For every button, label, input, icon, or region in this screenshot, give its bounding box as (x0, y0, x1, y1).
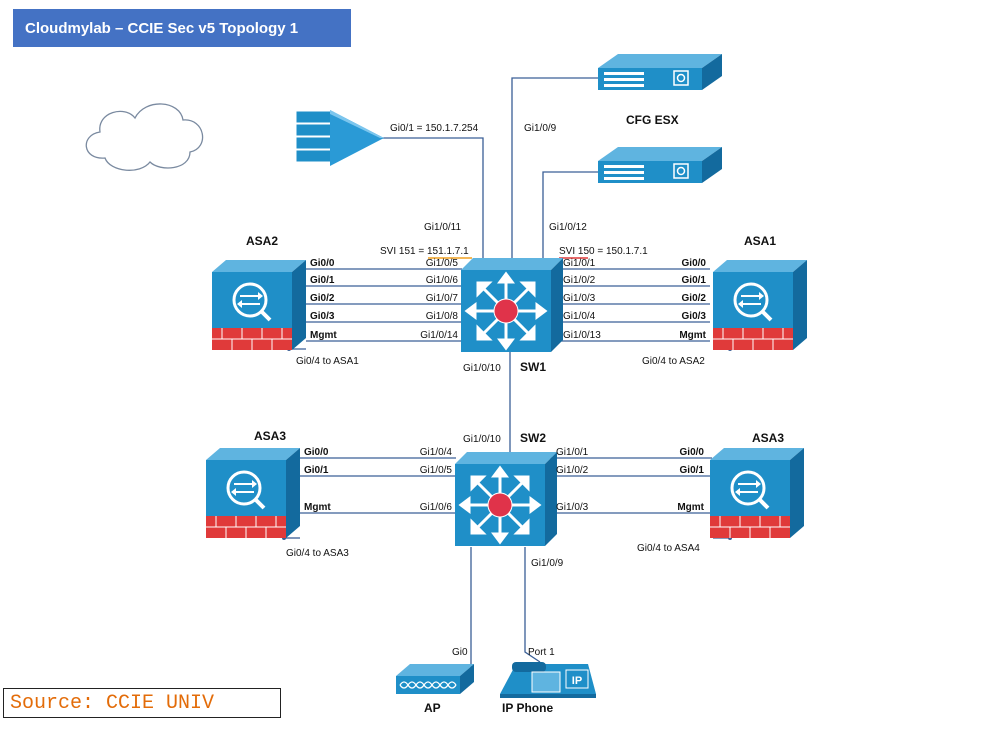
port-label: Gi1/0/4 (563, 311, 596, 322)
ip-phone-icon: IP (500, 662, 596, 698)
misc-labels: Gi0/1 = 150.1.7.254 Gi1/0/9 Gi1/0/11 Gi1… (380, 123, 648, 658)
asa3-right-gi04-note: Gi0/4 to ASA4 (637, 543, 700, 554)
port-label: Gi1/0/5 (426, 258, 459, 269)
port-label: Gi0/3 (682, 311, 707, 322)
sw2-label: SW2 (520, 431, 546, 445)
port-label: Gi1/0/1 (563, 258, 596, 269)
port-label: Mgmt (304, 502, 331, 513)
port-label: Gi1/0/4 (420, 447, 453, 458)
sw2-gi109-label: Gi1/0/9 (531, 558, 564, 569)
asa2-label: ASA2 (246, 234, 278, 248)
sw1-gi1011-label: Gi1/0/11 (424, 222, 461, 233)
asa3-right-firewall-icon (708, 446, 806, 540)
asa3-right-label: ASA3 (752, 431, 784, 445)
links-sw2-asa3r (548, 457, 712, 514)
ip-phone-label: IP Phone (502, 701, 553, 715)
asa3-left-label: ASA3 (254, 429, 286, 443)
port-label: Gi1/0/6 (420, 502, 453, 513)
port-label: Gi1/0/13 (563, 330, 601, 341)
links-sw1-asa1 (557, 268, 710, 342)
asa3-right-port-labels: Gi1/0/1 Gi1/0/2 Gi1/0/3 Gi0/0 Gi0/1 Mgmt… (556, 447, 705, 554)
port-label: Gi1/0/6 (426, 275, 459, 286)
port-label: Gi1/0/1 (556, 447, 589, 458)
asa3-left-firewall-icon (204, 446, 302, 540)
port-label: Gi0/0 (680, 447, 705, 458)
port-label: Mgmt (679, 330, 706, 341)
ap-label: AP (424, 701, 441, 715)
sw1-label: SW1 (520, 360, 546, 374)
sw2-switch-icon (453, 450, 559, 548)
sw1-gi1010-label: Gi1/0/10 (463, 363, 501, 374)
port-label: Gi1/0/3 (563, 293, 596, 304)
phone-port1-label: Port 1 (528, 647, 555, 658)
cfg-esx-label: CFG ESX (626, 113, 679, 127)
source-caption: Source: CCIE UNIV (3, 688, 281, 718)
title-banner: Cloudmylab – CCIE Sec v5 Topology 1 (13, 9, 351, 47)
asa3-left-gi04-note: Gi0/4 to ASA3 (286, 548, 349, 559)
link-sw1-cfgesx (511, 77, 598, 258)
link-sw2-phone (524, 547, 541, 663)
port-label: Gi0/0 (682, 258, 707, 269)
sw1-gi109-label: Gi1/0/9 (524, 123, 557, 134)
access-point-icon (396, 664, 474, 694)
internet-cloud-icon (85, 103, 204, 171)
sw1-gi1012-label: Gi1/0/12 (549, 222, 587, 233)
device-names: ASA2 ASA1 ASA3 ASA3 SW1 SW2 CFG ESX AP I… (246, 113, 784, 715)
cfg-esx-server-icon (597, 53, 723, 91)
ip-badge: IP (572, 675, 582, 687)
port-label: Gi0/1 (304, 465, 329, 476)
link-router-sw1 (382, 137, 484, 258)
asa3-left-port-labels: Gi0/0 Gi0/1 Mgmt Gi1/0/4 Gi1/0/5 Gi1/0/6… (286, 447, 452, 559)
port-label: Gi0/3 (310, 311, 335, 322)
asa2-port-labels: Gi0/0 Gi0/1 Gi0/2 Gi0/3 Mgmt Gi1/0/5 Gi1… (296, 258, 458, 367)
port-label: Gi0/0 (304, 447, 329, 458)
asa2-gi04-note: Gi0/4 to ASA1 (296, 356, 359, 367)
ap-gi0-label: Gi0 (452, 647, 468, 658)
links-asa3l-sw2 (300, 457, 456, 514)
links (282, 77, 732, 670)
router-gi01-label: Gi0/1 = 150.1.7.254 (390, 123, 479, 134)
port-label: Mgmt (310, 330, 337, 341)
port-label: Gi0/0 (310, 258, 335, 269)
sw2-gi1010-label: Gi1/0/10 (463, 434, 501, 445)
asa1-label: ASA1 (744, 234, 776, 248)
link-sw1-server2 (542, 171, 598, 258)
port-label: Gi1/0/14 (420, 330, 458, 341)
svi151-label: SVI 151 = 151.1.7.1 (380, 246, 469, 257)
port-label: Gi1/0/7 (426, 293, 459, 304)
sw1-switch-icon (459, 256, 565, 354)
asa1-firewall-icon (711, 258, 809, 352)
asa2-firewall-icon (210, 258, 308, 352)
esx-server-2-icon (597, 146, 723, 184)
port-label: Gi1/0/3 (556, 502, 589, 513)
asa1-port-labels: Gi1/0/1 Gi1/0/2 Gi1/0/3 Gi1/0/4 Gi1/0/13… (563, 258, 707, 367)
port-label: Gi1/0/5 (420, 465, 453, 476)
port-label: Gi0/2 (682, 293, 707, 304)
port-label: Mgmt (677, 502, 704, 513)
links-asa2-sw1 (306, 268, 462, 342)
port-label: Gi0/1 (682, 275, 707, 286)
port-label: Gi1/0/2 (556, 465, 589, 476)
port-label: Gi0/1 (680, 465, 705, 476)
router-icon (295, 110, 384, 166)
port-label: Gi1/0/8 (426, 311, 459, 322)
port-label: Gi0/2 (310, 293, 335, 304)
port-label: Gi1/0/2 (563, 275, 596, 286)
port-label: Gi0/1 (310, 275, 335, 286)
asa1-gi04-note: Gi0/4 to ASA2 (642, 356, 705, 367)
svi150-label: SVI 150 = 150.1.7.1 (559, 246, 648, 257)
